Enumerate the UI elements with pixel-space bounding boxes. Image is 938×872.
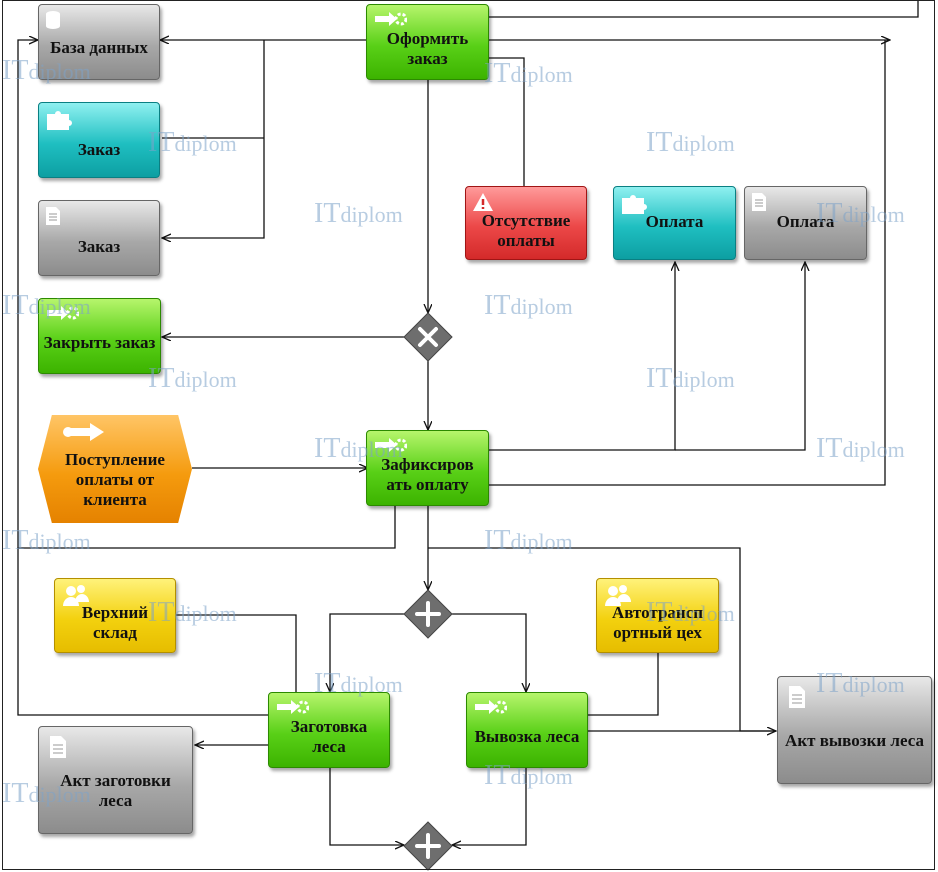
- function-zafiksirovat-oplatu[interactable]: Зафиксиров ать оплату: [366, 430, 489, 506]
- function-oformit-zakaz[interactable]: Оформить заказ: [366, 4, 489, 80]
- watermark: ITdiplom: [816, 198, 905, 229]
- database-baza-dannykh[interactable]: База данных: [38, 4, 160, 80]
- node-label: Оформить заказ: [386, 29, 469, 68]
- watermark: ITdiplom: [314, 198, 403, 229]
- watermark: ITdiplom: [2, 778, 91, 809]
- arrow-gear-icon: [275, 698, 310, 721]
- node-label: Закрыть заказ: [43, 333, 156, 352]
- event-postuplenie-oplaty[interactable]: Поступление оплаты от клиента: [38, 415, 192, 523]
- document-icon: [49, 735, 67, 764]
- watermark: ITdiplom: [816, 668, 905, 699]
- info-object-oplata[interactable]: Оплата: [613, 186, 736, 260]
- node-label: Оплата: [645, 212, 704, 231]
- node-label: Заказ: [77, 237, 121, 256]
- arrow-gear-icon: [373, 436, 408, 459]
- people-icon: [61, 584, 91, 611]
- watermark: ITdiplom: [646, 363, 735, 394]
- function-zakryt-zakaz[interactable]: Закрыть заказ: [38, 298, 161, 374]
- warning-icon: [472, 192, 494, 217]
- watermark: ITdiplom: [484, 525, 573, 556]
- document-akt-zagotovki-lesa[interactable]: Акт заготовки леса: [38, 726, 193, 834]
- watermark: ITdiplom: [148, 363, 237, 394]
- watermark: ITdiplom: [148, 597, 237, 628]
- org-unit-avtotransportnyy-tsekh[interactable]: Автотрансп ортный цех: [596, 578, 719, 653]
- watermark: ITdiplom: [484, 760, 573, 791]
- document-icon: [45, 206, 61, 231]
- watermark: ITdiplom: [2, 525, 91, 556]
- watermark: ITdiplom: [484, 290, 573, 321]
- puzzle-icon: [620, 192, 650, 219]
- watermark: ITdiplom: [2, 290, 91, 321]
- node-label: Зафиксиров ать оплату: [381, 455, 474, 494]
- watermark: ITdiplom: [314, 668, 403, 699]
- arrow-gear-icon: [473, 698, 508, 721]
- puzzle-icon: [45, 108, 75, 135]
- watermark: ITdiplom: [646, 127, 735, 158]
- node-label: Отсутствие оплаты: [481, 211, 571, 250]
- node-label: База данных: [50, 38, 148, 57]
- watermark: ITdiplom: [816, 433, 905, 464]
- watermark: ITdiplom: [646, 597, 735, 628]
- node-label: Вывозка леса: [474, 727, 580, 746]
- document-icon: [788, 685, 806, 714]
- plus-icon: [415, 601, 441, 627]
- arrow-icon: [60, 421, 106, 448]
- node-label: Акт заготовки леса: [60, 771, 171, 810]
- document-icon: [751, 192, 767, 217]
- arrow-gear-icon: [373, 10, 408, 33]
- document-oplata[interactable]: Оплата: [744, 186, 867, 260]
- risk-otsutstvie-oplaty[interactable]: Отсутствие оплаты: [465, 186, 587, 260]
- org-unit-verkhniy-sklad[interactable]: Верхний склад: [54, 578, 176, 653]
- and-gateway-join: [403, 821, 453, 871]
- document-akt-vyvozki-lesa[interactable]: Акт вывозки леса: [777, 676, 932, 784]
- function-zagotovka-lesa[interactable]: Заготовка леса: [268, 692, 390, 768]
- info-object-zakaz[interactable]: Заказ: [38, 102, 160, 178]
- node-label: Заготовка леса: [290, 717, 368, 756]
- node-label: Поступление оплаты от клиента: [65, 450, 165, 509]
- x-icon: [418, 327, 438, 347]
- document-zakaz[interactable]: Заказ: [38, 200, 160, 276]
- and-gateway-split: [403, 589, 453, 639]
- plus-icon: [415, 833, 441, 859]
- node-label: Автотрансп ортный цех: [611, 602, 704, 642]
- arrow-gear-icon: [45, 304, 80, 327]
- database-icon: [45, 10, 61, 35]
- node-label: Акт вывозки леса: [785, 731, 924, 750]
- node-label: Заказ: [77, 140, 121, 159]
- node-label: Оплата: [776, 212, 835, 231]
- watermark: ITdiplom: [484, 58, 573, 89]
- node-label: Верхний склад: [81, 602, 149, 642]
- xor-gateway: [403, 312, 453, 362]
- function-vyvozka-lesa[interactable]: Вывозка леса: [466, 692, 588, 768]
- watermark: ITdiplom: [2, 55, 91, 86]
- watermark: ITdiplom: [314, 433, 403, 464]
- people-icon: [603, 584, 633, 611]
- watermark: ITdiplom: [148, 127, 237, 158]
